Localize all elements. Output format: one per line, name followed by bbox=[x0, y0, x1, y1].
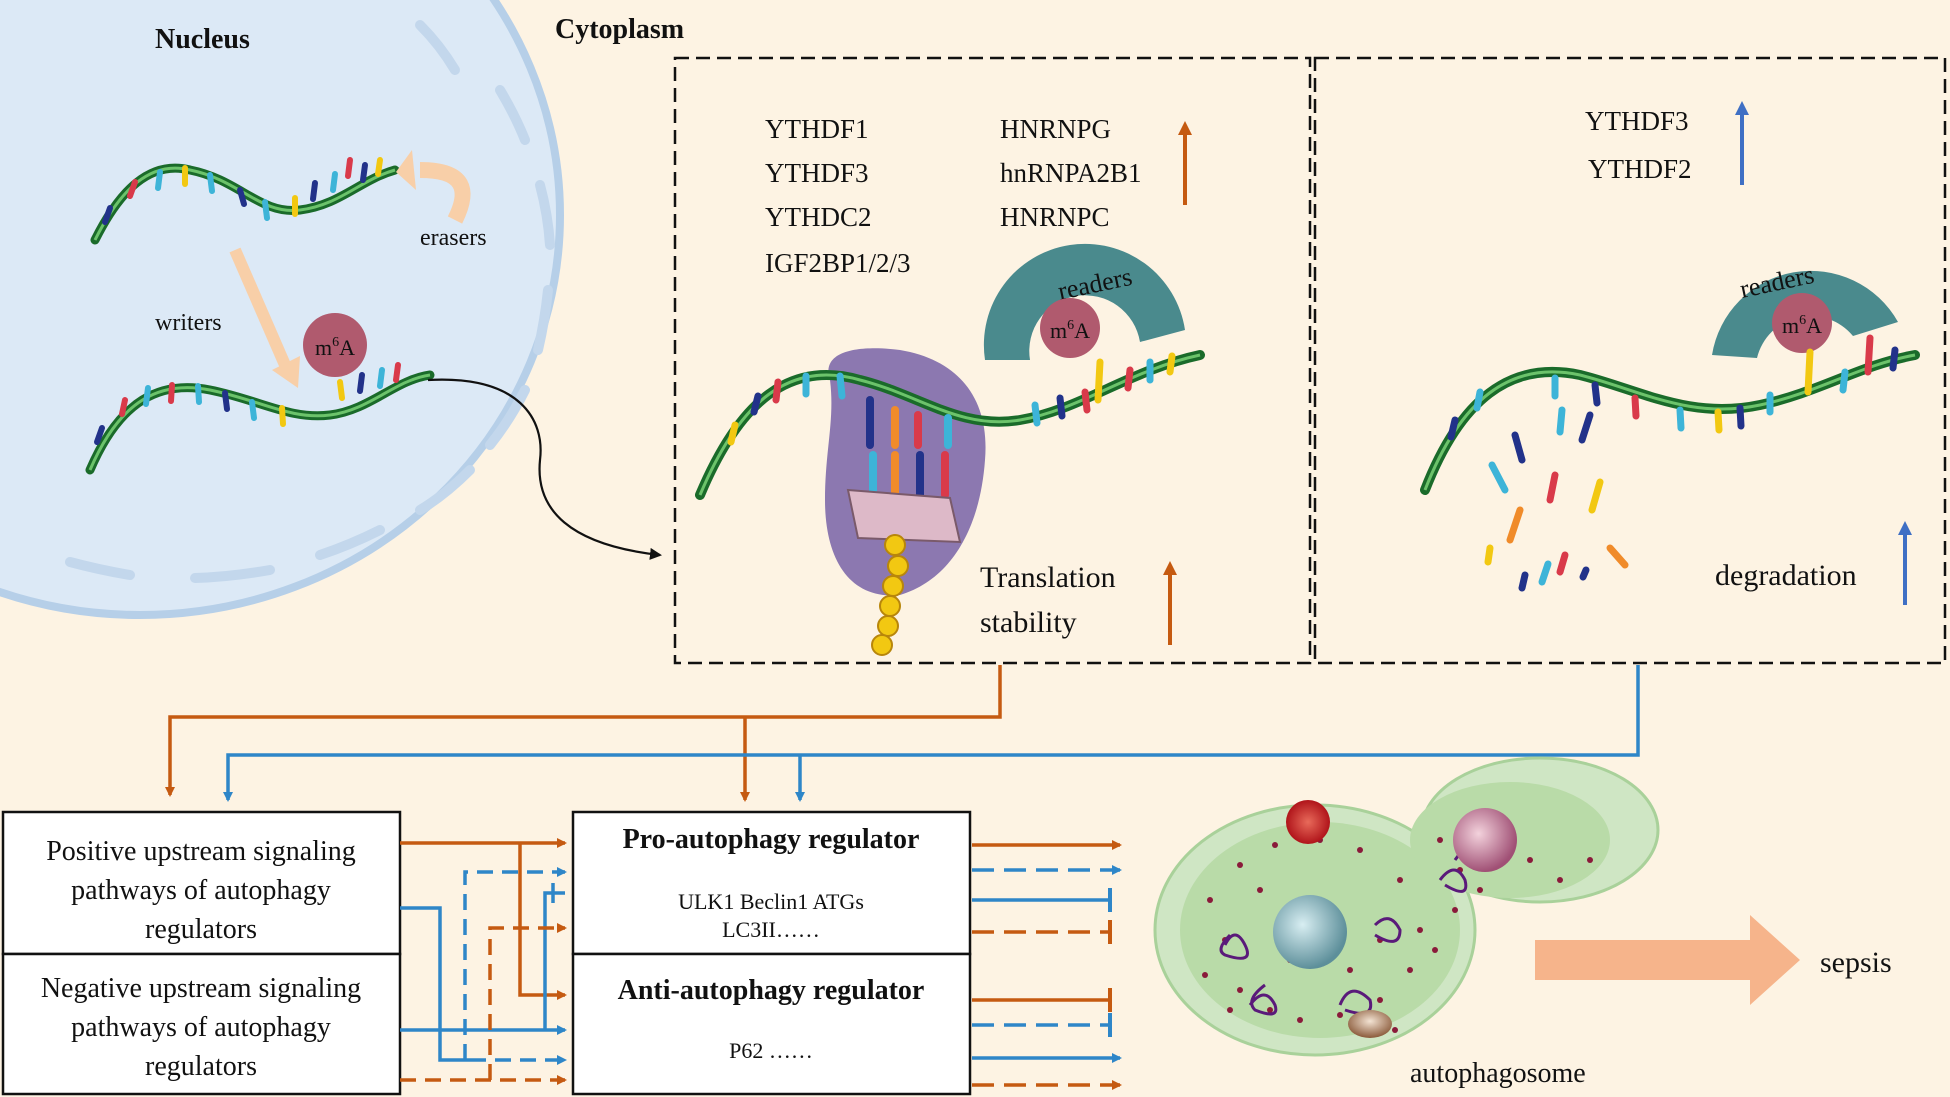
svg-text:P62 ……: P62 …… bbox=[729, 1038, 813, 1063]
svg-text:regulators: regulators bbox=[145, 914, 257, 945]
export-arrow bbox=[427, 378, 662, 560]
positive-upstream-box: Positive upstream signaling pathways of … bbox=[1, 810, 402, 956]
svg-text:m6A: m6A bbox=[1050, 318, 1090, 343]
readers-cap-2: readers m6A bbox=[1712, 260, 1898, 358]
m6a-mark-nucleus: m6A bbox=[303, 313, 367, 377]
reader-name: HNRNPC bbox=[1000, 202, 1110, 232]
reader-name: IGF2BP1/2/3 bbox=[765, 248, 911, 278]
writers-label: writers bbox=[155, 310, 222, 336]
mrna-translated bbox=[695, 350, 1205, 500]
autophagosome-label: autophagosome bbox=[1410, 1058, 1586, 1089]
connectors-top bbox=[165, 665, 1640, 802]
svg-text:Anti-autophagy regulator: Anti-autophagy regulator bbox=[618, 975, 925, 1006]
trna-complex bbox=[846, 488, 962, 544]
readers-up-col2: HNRNPG hnRNPA2B1 HNRNPC bbox=[1000, 114, 1142, 232]
svg-text:Positive upstream signaling: Positive upstream signaling bbox=[46, 836, 356, 867]
svg-text:ULK1 Beclin1 ATGs: ULK1 Beclin1 ATGs bbox=[678, 889, 864, 914]
svg-text:pathways of autophagy: pathways of autophagy bbox=[71, 1012, 331, 1043]
reader-name: YTHDF3 bbox=[1585, 106, 1689, 136]
erasers-arrow bbox=[396, 150, 416, 190]
anti-autophagy-box: Anti-autophagy regulator P62 …… bbox=[571, 952, 972, 1096]
connectors-middle bbox=[400, 838, 567, 1085]
mrna-methylated bbox=[85, 362, 435, 475]
sepsis-label: sepsis bbox=[1820, 946, 1892, 979]
reader-name: HNRNPG bbox=[1000, 114, 1111, 144]
nucleus-label: Nucleus bbox=[155, 24, 250, 55]
reader-name: hnRNPA2B1 bbox=[1000, 158, 1142, 188]
sepsis-arrow bbox=[1535, 915, 1800, 1005]
readers-up-col1: YTHDF1 YTHDF3 YTHDC2 IGF2BP1/2/3 bbox=[765, 114, 911, 278]
erasers-label: erasers bbox=[420, 225, 487, 251]
degradation-panel bbox=[1313, 56, 1947, 665]
pro-autophagy-box: Pro-autophagy regulator ULK1 Beclin1 ATG… bbox=[571, 810, 972, 956]
reader-name: YTHDF2 bbox=[1588, 154, 1692, 184]
svg-text:regulators: regulators bbox=[145, 1051, 257, 1082]
svg-text:LC3II……: LC3II…… bbox=[722, 917, 820, 942]
translation-label: Translation bbox=[980, 561, 1116, 594]
cytoplasm-label: Cytoplasm bbox=[555, 14, 684, 45]
connectors-outputs bbox=[972, 840, 1122, 1090]
svg-text:pathways of autophagy: pathways of autophagy bbox=[71, 875, 331, 906]
negative-upstream-box: Negative upstream signaling pathways of … bbox=[1, 952, 402, 1096]
reader-name: YTHDF1 bbox=[765, 114, 869, 144]
mrna-unmodified bbox=[90, 157, 400, 245]
readers-cap-1: readers m6A bbox=[983, 243, 1185, 360]
writers-arrow bbox=[229, 247, 291, 368]
peptide-chain bbox=[871, 534, 909, 656]
mrna-degraded bbox=[1420, 334, 1920, 495]
svg-text:m6A: m6A bbox=[315, 335, 355, 360]
svg-text:Negative upstream signaling: Negative upstream signaling bbox=[41, 973, 361, 1004]
nucleus-region bbox=[0, 0, 564, 619]
nucleotide-fragments bbox=[1484, 406, 1629, 592]
degradation-label: degradation bbox=[1715, 559, 1857, 592]
stability-label: stability bbox=[980, 606, 1077, 639]
autophagosome-illustration bbox=[1153, 756, 1660, 1057]
svg-text:Pro-autophagy regulator: Pro-autophagy regulator bbox=[623, 824, 920, 855]
svg-text:m6A: m6A bbox=[1782, 313, 1822, 338]
translation-panel bbox=[673, 56, 1312, 665]
reader-name: YTHDC2 bbox=[765, 202, 872, 232]
reader-name: YTHDF3 bbox=[765, 158, 869, 188]
